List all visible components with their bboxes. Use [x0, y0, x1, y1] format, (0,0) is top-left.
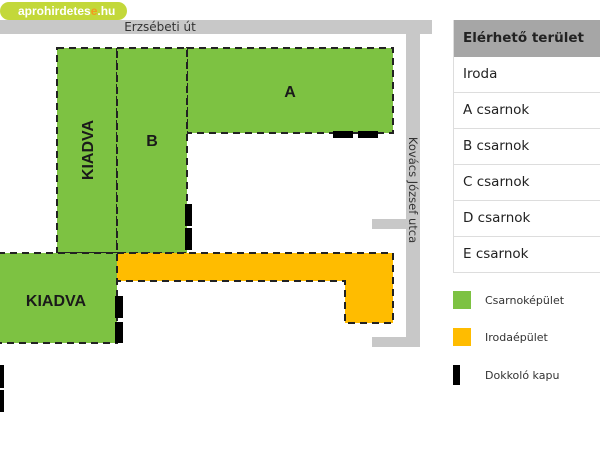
table-row[interactable]: E csarnok: [454, 237, 600, 273]
hall-kiadva-bottom[interactable]: [0, 252, 118, 344]
table-row[interactable]: D csarnok: [454, 201, 600, 237]
road-label-right: Kovács József utca: [406, 137, 420, 243]
table-header: Elérhető terület: [454, 20, 600, 57]
road-bottom: [372, 337, 406, 347]
dock-swatch: [453, 365, 460, 385]
road-branch: [372, 219, 406, 229]
office-building[interactable]: [116, 252, 394, 324]
table-row[interactable]: B csarnok: [454, 129, 600, 165]
label-kiadva-bottom: KIADVA: [26, 293, 87, 310]
legend-label: Dokkoló kapu: [485, 368, 560, 382]
dock-doors: [0, 131, 378, 412]
logo-text: aprohirdetes: [18, 4, 91, 18]
dock-door: [185, 228, 192, 250]
table-row[interactable]: C csarnok: [454, 165, 600, 201]
hall-b[interactable]: [116, 47, 188, 254]
dock-door: [185, 204, 192, 226]
logo[interactable]: aprohirdetese.hu: [0, 2, 127, 20]
dock-door: [0, 390, 4, 412]
table-row[interactable]: Iroda: [454, 57, 600, 93]
roads: [0, 20, 432, 347]
label-b: B: [146, 133, 158, 150]
available-area-table: Elérhető terület Iroda A csarnok B csarn…: [453, 20, 600, 273]
label-a: A: [284, 84, 296, 101]
legend-hall: Csarnoképület: [453, 291, 564, 309]
table-row[interactable]: A csarnok: [454, 93, 600, 129]
logo-domain: .hu: [97, 4, 116, 18]
dock-door: [115, 322, 123, 343]
label-kiadva-vertical: KIADVA: [80, 119, 97, 180]
hall-a[interactable]: [186, 47, 394, 134]
dock-door: [358, 131, 378, 138]
legend-label: Csarnoképület: [485, 293, 565, 307]
dock-door: [0, 365, 4, 388]
dock-door: [115, 296, 123, 318]
logo-highlight: e: [90, 4, 98, 18]
road-label-top: Erzsébeti út: [124, 20, 196, 34]
legend-label: Irodaépület: [485, 330, 548, 344]
hall-swatch: [453, 291, 471, 309]
legend-dock: Dokkoló kapu: [453, 365, 559, 385]
legend-office: Irodaépület: [453, 328, 548, 346]
road-top: [0, 20, 432, 34]
dock-door: [333, 131, 353, 138]
road-right: [406, 34, 420, 347]
office-swatch: [453, 328, 471, 346]
